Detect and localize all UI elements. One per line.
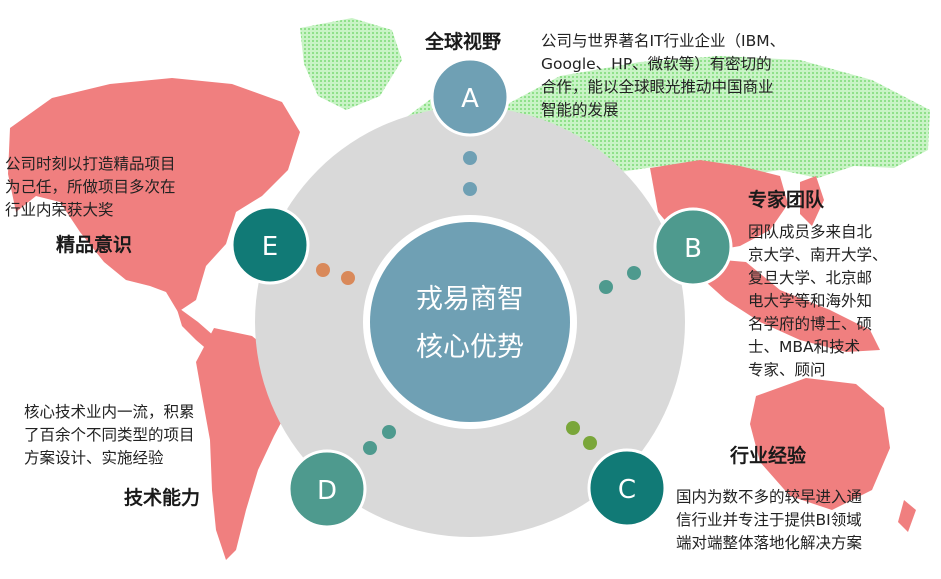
map-southeast-asia	[700, 258, 880, 352]
dot-c-1	[566, 421, 580, 435]
node-b: B	[653, 207, 733, 287]
map-north-america	[8, 78, 300, 312]
node-d-letter: D	[317, 476, 337, 506]
dot-e-2	[341, 271, 355, 285]
node-c-circle	[587, 448, 667, 528]
center-circle	[370, 222, 570, 422]
map-greenland	[300, 18, 402, 110]
dot-a-2	[463, 182, 477, 196]
node-a-description: 公司与世界著名IT行业企业（IBM、 Google、HP、微软等）有密切的 合作…	[541, 32, 786, 119]
center-title-line1: 戎易商智	[416, 284, 524, 315]
connector-dots	[316, 151, 641, 455]
dot-c-2	[583, 436, 597, 450]
dot-b-2	[599, 280, 613, 294]
node-b-title: 专家团队	[748, 189, 825, 211]
node-b-circle	[653, 207, 733, 287]
node-d-title: 技术能力	[124, 487, 201, 509]
node-d: D	[287, 449, 367, 529]
node-c: C	[587, 448, 667, 528]
node-a-title: 全球视野	[425, 31, 502, 53]
map-asia	[500, 56, 930, 186]
node-e-letter: E	[262, 232, 278, 262]
node-a-letter: A	[461, 84, 479, 114]
center-title-line2: 核心优势	[416, 332, 524, 363]
node-e: E	[230, 205, 310, 285]
node-e-description: 公司时刻以打造精品项目 为己任，所做项目多次在 行业内荣获大奖	[5, 155, 176, 219]
node-e-circle	[230, 205, 310, 285]
node-d-description: 核心技术业内一流，积累 了百余个不同类型的项目 方案设计、实施经验	[24, 403, 195, 467]
dot-e-1	[316, 263, 330, 277]
node-c-title: 行业经验	[730, 445, 807, 467]
map-new-zealand	[898, 500, 916, 532]
dot-a-1	[463, 151, 477, 165]
dot-d-1	[382, 425, 396, 439]
dot-d-2	[363, 441, 377, 455]
node-a: A	[430, 57, 510, 137]
node-b-description: 团队成员多来自北 京大学、南开大学、 复旦大学、北京邮 电大学等和海外知 名学府…	[748, 223, 888, 379]
node-a-circle	[430, 57, 510, 137]
node-b-letter: B	[684, 234, 702, 264]
map-australia	[750, 378, 890, 510]
map-japan	[800, 176, 824, 226]
node-d-circle	[287, 449, 367, 529]
node-e-title: 精品意识	[56, 234, 133, 256]
dot-b-1	[627, 266, 641, 280]
node-c-description: 国内为数不多的较早进入通 信行业并专注于提供BI领域 端对端整体落地化解决方案	[676, 488, 863, 552]
node-c-letter: C	[618, 475, 636, 505]
